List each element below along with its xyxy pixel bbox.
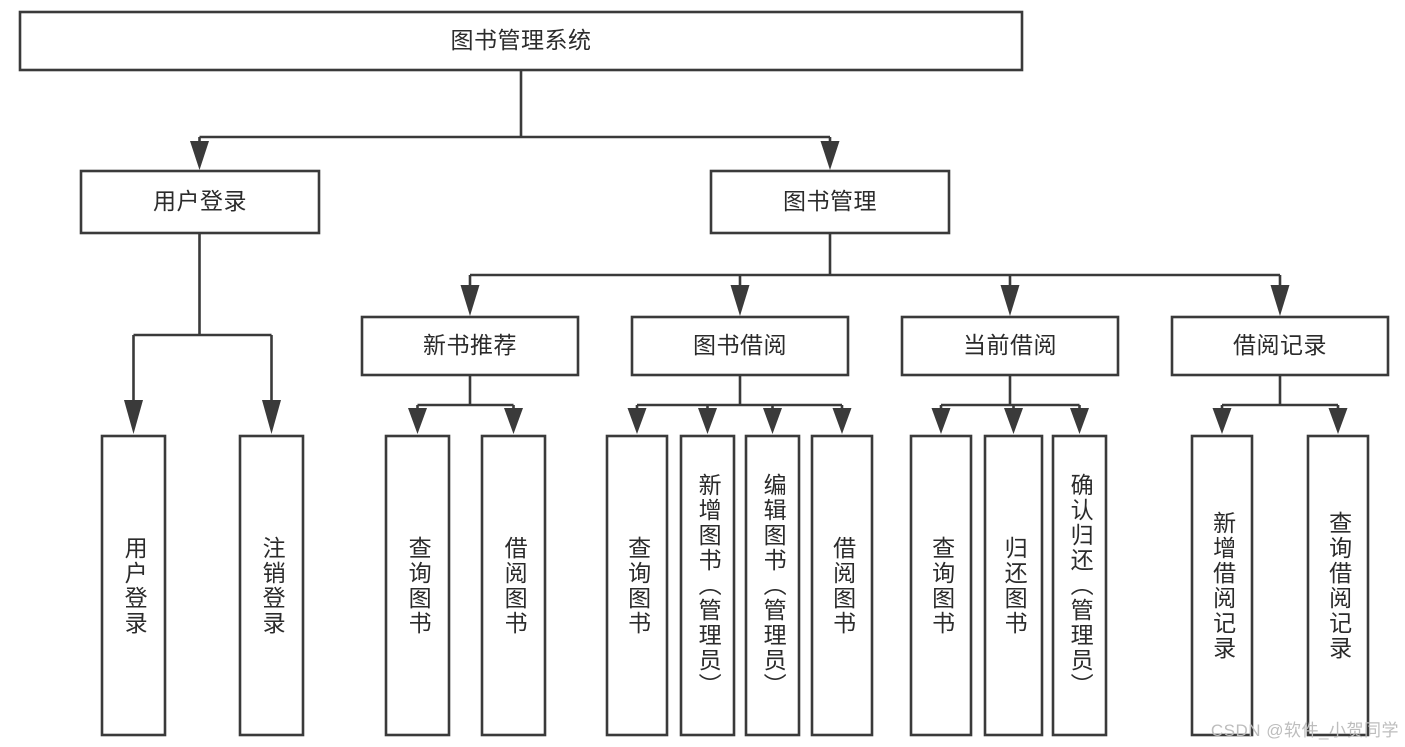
node-box-new-book-recommend[interactable] — [360, 315, 580, 377]
node-box-leaf-logout[interactable] — [238, 434, 305, 737]
connector-borrow-records-to-leaves — [1212, 375, 1348, 434]
node-box-leaf-user-login[interactable] — [100, 434, 167, 737]
node-box-leaf-add-record[interactable] — [1190, 434, 1254, 737]
node-box-borrow-records[interactable] — [1170, 315, 1390, 377]
node-box-leaf-borrow-book-1[interactable] — [480, 434, 547, 737]
node-box-book-management[interactable] — [709, 169, 951, 235]
node-box-root[interactable] — [18, 10, 1024, 72]
connector-root-to-level2 — [190, 70, 840, 170]
node-box-leaf-confirm-return[interactable] — [1051, 434, 1108, 737]
connector-user-login-to-leaves — [124, 233, 281, 434]
connector-book-management-to-level3 — [460, 233, 1290, 316]
node-box-leaf-query-book-2[interactable] — [605, 434, 669, 737]
node-box-user-login[interactable] — [79, 169, 321, 235]
node-box-leaf-query-book-3[interactable] — [909, 434, 973, 737]
node-box-current-borrow[interactable] — [900, 315, 1120, 377]
connector-book-borrow-to-leaves — [627, 375, 852, 434]
node-box-leaf-query-record[interactable] — [1306, 434, 1370, 737]
node-box-leaf-add-book[interactable] — [679, 434, 736, 737]
node-box-leaf-edit-book[interactable] — [744, 434, 801, 737]
watermark: CSDN @软件_小贺同学 — [1210, 721, 1399, 740]
node-box-leaf-return-book[interactable] — [983, 434, 1044, 737]
connector-new-book-recommend-to-leaves — [408, 375, 523, 434]
node-box-leaf-borrow-book-2[interactable] — [810, 434, 874, 737]
node-box-book-borrow[interactable] — [630, 315, 850, 377]
node-box-leaf-query-book-1[interactable] — [384, 434, 451, 737]
connector-current-borrow-to-leaves — [931, 375, 1089, 434]
